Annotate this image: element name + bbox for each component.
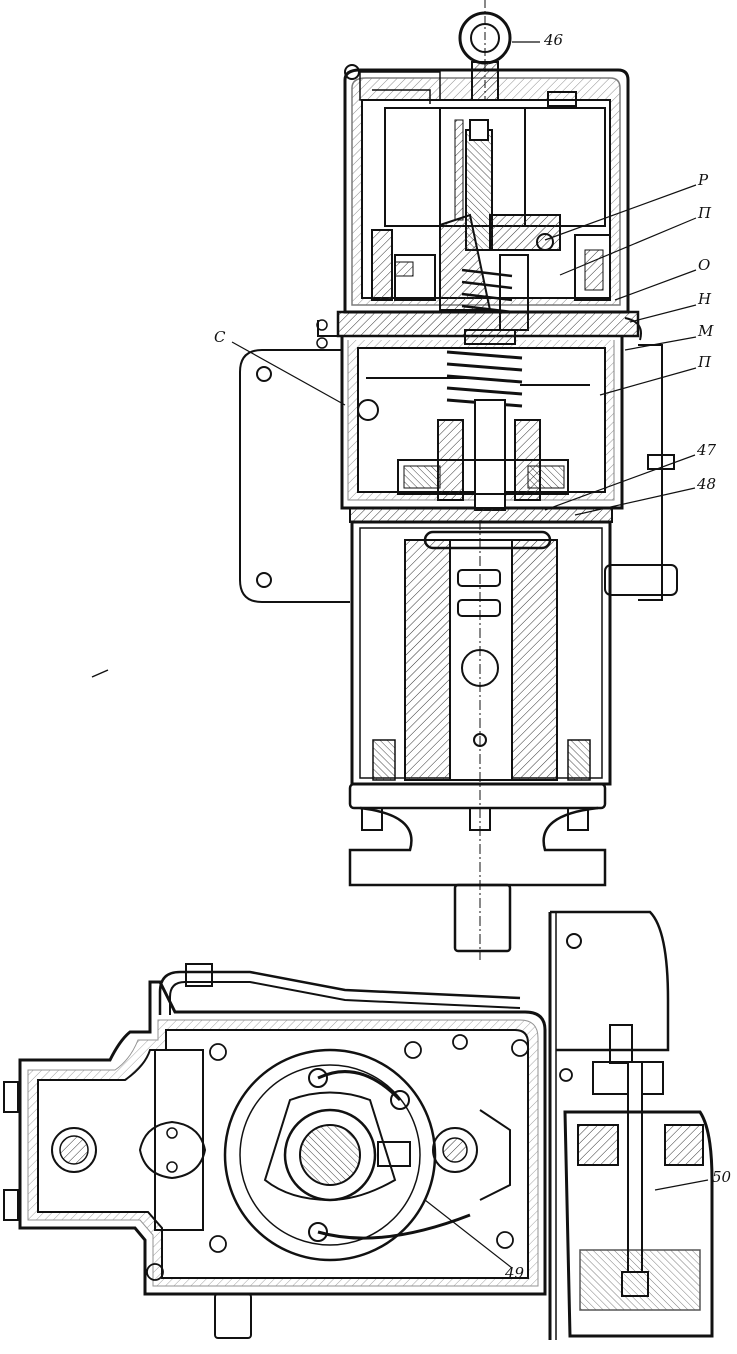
- base-flange: [348, 782, 607, 953]
- label-r: Р: [698, 171, 709, 189]
- label-46: 46: [544, 31, 564, 49]
- middle-housing: [239, 268, 678, 603]
- compression-spring: [446, 268, 523, 408]
- label-o: О: [698, 256, 711, 274]
- label-48: 48: [697, 475, 717, 493]
- label-49: 49: [505, 1264, 525, 1282]
- label-p-upper: П: [698, 204, 712, 222]
- side-column-housing: [548, 910, 714, 1340]
- leader-lines: [231, 41, 709, 1269]
- gearbox-plan-view: [3, 963, 547, 1339]
- label-47: 47: [697, 441, 717, 459]
- label-n: Н: [698, 290, 712, 308]
- label-c: С: [214, 328, 226, 346]
- stray-mark: [91, 669, 109, 678]
- lower-flange: [349, 507, 613, 523]
- lower-cylinder-housing: [350, 520, 612, 960]
- label-m: М: [698, 322, 714, 340]
- top-housing: [343, 0, 630, 331]
- label-50: 50: [712, 1168, 732, 1186]
- label-p-lower: П: [698, 353, 712, 371]
